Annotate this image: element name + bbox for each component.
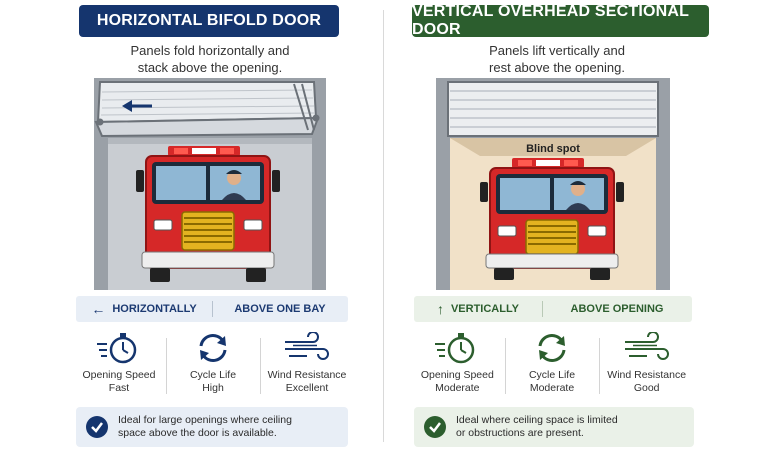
band-position-label: ABOVE ONE BAY bbox=[234, 303, 326, 315]
arrow-left-icon bbox=[122, 100, 152, 112]
band-position-label: ABOVE OPENING bbox=[570, 303, 664, 315]
metric-label: Cycle Life bbox=[189, 369, 237, 381]
band-direction: ← HORIZONTALLY bbox=[76, 296, 212, 322]
metric-label: Wind Resistance bbox=[267, 369, 347, 381]
metric-wind-resistance: Wind Resistance Good bbox=[599, 332, 694, 398]
metric-opening-speed: Opening Speed Moderate bbox=[410, 332, 505, 398]
fire-truck bbox=[480, 158, 624, 280]
stopwatch-icon bbox=[435, 333, 475, 364]
metric-value: High bbox=[202, 382, 224, 394]
band-direction-label: VERTICALLY bbox=[450, 303, 520, 315]
bifold-subtitle-line1: Panels fold horizontally and bbox=[130, 43, 290, 58]
arrow-up-icon: ↑ bbox=[436, 301, 444, 317]
bifold-door-illustration bbox=[94, 78, 326, 290]
ideal-line1: Ideal for large openings where ceiling bbox=[118, 414, 292, 426]
sectional-title: VERTICAL OVERHEAD SECTIONAL DOOR bbox=[412, 3, 709, 38]
bifold-door-column: HORIZONTAL BIFOLD DOOR Panels fold horiz… bbox=[72, 5, 354, 447]
metric-value: Moderate bbox=[529, 382, 575, 394]
bifold-direction-band: ← HORIZONTALLY ABOVE ONE BAY bbox=[76, 296, 348, 322]
ideal-text: Ideal for large openings where ceiling s… bbox=[118, 414, 292, 440]
band-position: ABOVE ONE BAY bbox=[213, 296, 347, 322]
sectional-panels bbox=[447, 81, 659, 137]
bifold-ideal-note: Ideal for large openings where ceiling s… bbox=[76, 407, 348, 447]
sectional-door-illustration: Blind spot bbox=[436, 78, 670, 290]
band-direction: ↑ VERTICALLY bbox=[414, 296, 542, 322]
ideal-line2: space above the door is available. bbox=[118, 427, 277, 439]
blind-spot-shade bbox=[450, 138, 656, 156]
metric-value: Good bbox=[633, 382, 660, 394]
sectional-door-column: VERTICAL OVERHEAD SECTIONAL DOOR Panels … bbox=[384, 0, 768, 460]
bifold-metrics: Opening Speed Fast Cycle Life High Wind … bbox=[72, 332, 354, 398]
sectional-subtitle-line1: Panels lift vertically and bbox=[489, 43, 625, 58]
ideal-line1: Ideal where ceiling space is limited bbox=[456, 414, 618, 426]
metric-label: Wind Resistance bbox=[607, 369, 687, 381]
checkmark-icon bbox=[424, 416, 446, 438]
bifold-subtitle-line2: stack above the opening. bbox=[137, 60, 283, 75]
wind-icon bbox=[285, 332, 329, 360]
metric-value: Excellent bbox=[285, 382, 329, 394]
metric-value: Moderate bbox=[435, 382, 480, 394]
arrow-left-icon: ← bbox=[91, 301, 106, 317]
ideal-text: Ideal where ceiling space is limited or … bbox=[456, 414, 618, 440]
checkmark-icon bbox=[86, 416, 108, 438]
stopwatch-icon bbox=[97, 333, 137, 364]
sectional-metrics: Opening Speed Moderate Cycle Life Modera… bbox=[410, 332, 694, 398]
metric-wind-resistance: Wind Resistance Excellent bbox=[260, 332, 354, 398]
bifold-subtitle: Panels fold horizontally and stack above… bbox=[22, 42, 398, 76]
ideal-line2: or obstructions are present. bbox=[456, 427, 584, 439]
sectional-ideal-note: Ideal where ceiling space is limited or … bbox=[414, 407, 694, 447]
blind-spot-label: Blind spot bbox=[526, 143, 580, 155]
metric-cycle-life: Cycle Life High bbox=[166, 332, 260, 398]
column-divider bbox=[383, 10, 384, 442]
cycle-arrows-icon bbox=[538, 334, 566, 362]
cycle-arrows-icon bbox=[199, 334, 227, 362]
sectional-subtitle: Panels lift vertically and rest above th… bbox=[365, 42, 749, 76]
metric-label: Opening Speed bbox=[420, 369, 494, 381]
band-direction-label: HORIZONTALLY bbox=[112, 303, 197, 315]
metric-cycle-life: Cycle Life Moderate bbox=[504, 332, 600, 398]
bifold-title: HORIZONTAL BIFOLD DOOR bbox=[79, 5, 339, 37]
band-position: ABOVE OPENING bbox=[543, 296, 691, 322]
sectional-subtitle-line2: rest above the opening. bbox=[489, 60, 625, 75]
fire-truck bbox=[136, 146, 280, 282]
metric-opening-speed: Opening Speed Fast bbox=[72, 332, 166, 398]
wind-icon bbox=[624, 332, 669, 360]
metric-label: Opening Speed bbox=[82, 369, 156, 381]
bifold-panels bbox=[94, 81, 320, 138]
metric-value: Fast bbox=[108, 382, 130, 394]
sectional-direction-band: ↑ VERTICALLY ABOVE OPENING bbox=[414, 296, 692, 322]
metric-label: Cycle Life bbox=[528, 369, 576, 381]
